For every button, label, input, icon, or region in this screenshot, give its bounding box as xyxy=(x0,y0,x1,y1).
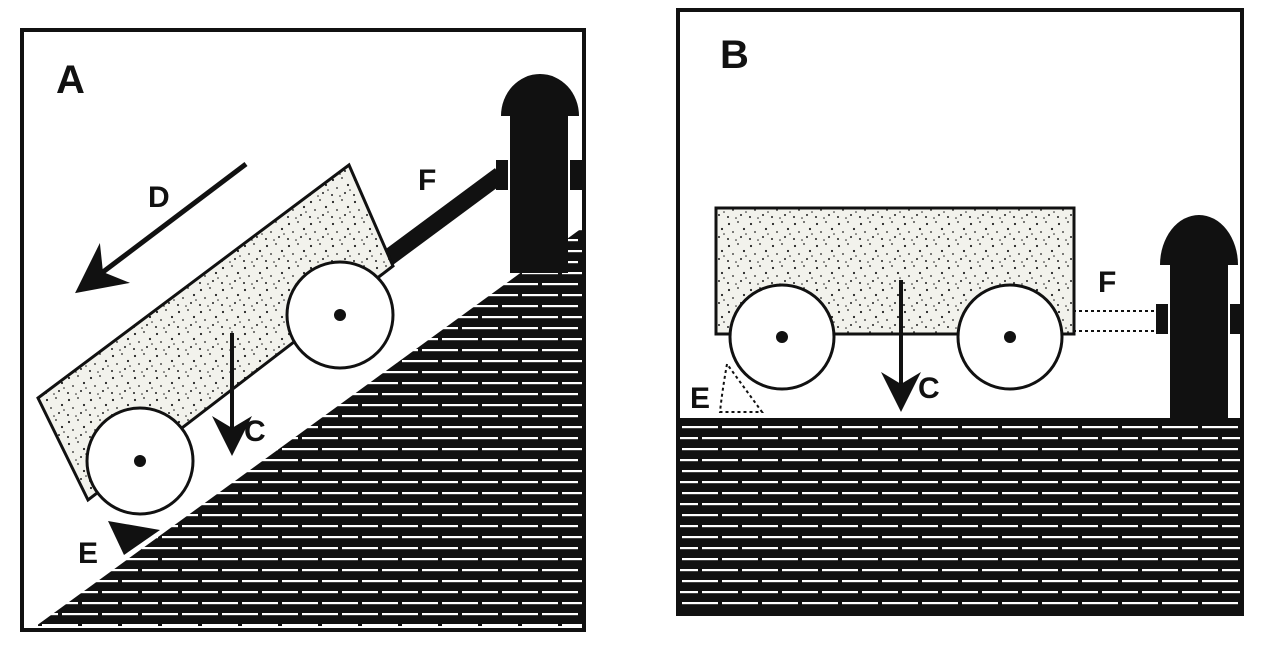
panel-b: B C E F xyxy=(676,8,1244,616)
brick-floor xyxy=(680,418,1240,612)
label-d: D xyxy=(148,181,170,214)
label-f-b: F xyxy=(1098,266,1116,299)
label-c-a: C xyxy=(244,415,266,448)
arrow-d xyxy=(75,162,248,294)
label-e-a: E xyxy=(78,537,98,570)
brick-slope xyxy=(36,228,582,626)
label-e-b: E xyxy=(690,382,710,415)
wheel-a-rear xyxy=(85,406,195,516)
tether-a xyxy=(382,168,506,265)
chock-b xyxy=(718,361,764,413)
wheel-a-front xyxy=(285,260,395,370)
post-cap-a xyxy=(501,74,579,116)
chock-a xyxy=(108,521,160,555)
panel-b-label: B xyxy=(720,33,749,77)
post-b xyxy=(1170,260,1228,420)
post-a xyxy=(510,113,568,273)
wheel-b-rear xyxy=(728,283,836,391)
wheel-b-front xyxy=(956,283,1064,391)
panel-a: A D C E F xyxy=(20,28,586,632)
panel-a-label: A xyxy=(56,58,85,102)
label-f-a: F xyxy=(418,164,436,197)
label-c-b: C xyxy=(918,372,940,405)
post-cap-b xyxy=(1160,215,1238,265)
